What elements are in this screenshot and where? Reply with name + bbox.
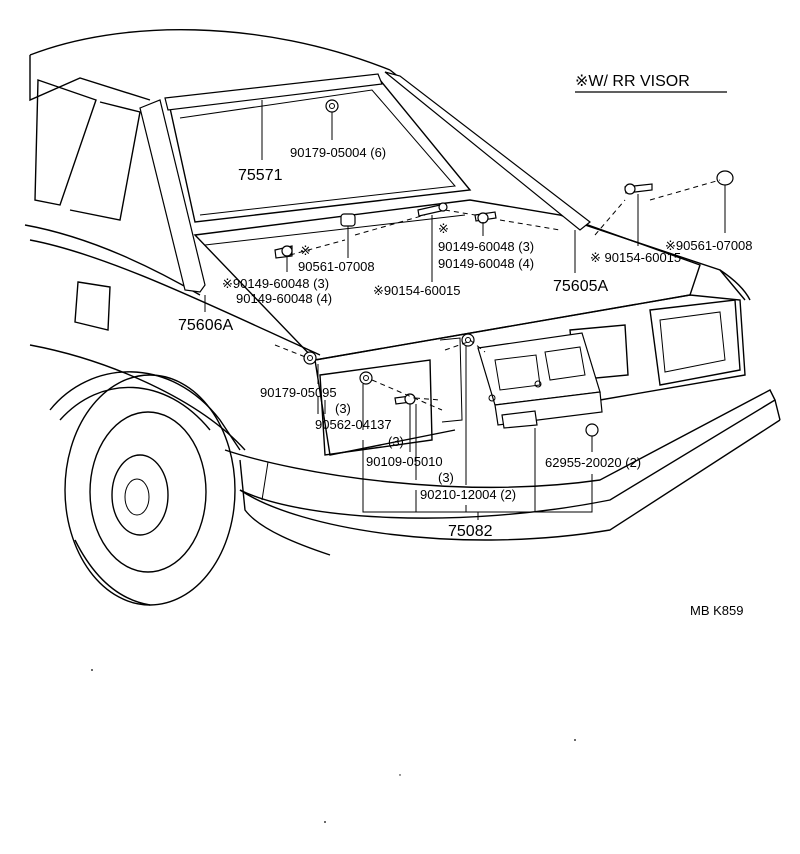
rear-visor-right (384, 71, 591, 231)
clip-90561-07008-b (716, 170, 734, 186)
variant-note: ※W/ RR VISOR (575, 73, 690, 90)
scan-speckles (91, 669, 576, 823)
callout-75605A: 75605A (553, 278, 608, 295)
callout-90179-05095-qty: (3) (335, 401, 351, 416)
callout-90109-05010: 90109-05010 (366, 454, 443, 469)
callout-90210-12004: 90210-12004 (2) (420, 487, 516, 502)
car-body (24, 29, 781, 606)
clip-90179-05095 (303, 351, 317, 365)
callout-90154-60015-left: ※90154-60015 (373, 283, 461, 298)
callout-75606A: 75606A (178, 317, 233, 334)
callout-75082: 75082 (448, 523, 493, 540)
clip-90561-07008-a (340, 213, 356, 227)
nut-90149-60048-a (474, 211, 497, 224)
callout-62955-20020: 62955-20020 (2) (545, 455, 641, 470)
nut-90149-60048-b (274, 245, 293, 259)
screw-90109-05010 (394, 393, 416, 405)
callout-90561-07008-right: ※90561-07008 (665, 238, 753, 253)
screw-90154-60015-a (417, 202, 448, 217)
callout-90149-60048-b: 90149-60048 (4) (438, 256, 534, 271)
clip-62955-20020 (585, 423, 599, 437)
callout-75571: 75571 (238, 167, 283, 184)
callout-90154-60015-right: ※ 90154-60015 (590, 250, 681, 265)
figure-code: MB K859 (690, 603, 743, 618)
clip-90179-05004 (325, 99, 339, 113)
rear-window-upper-moulding (164, 73, 383, 111)
callout-90561-07008-left-star: ※ (300, 243, 311, 258)
grommet-90210-12004 (461, 333, 475, 347)
callout-90109-05010-qty: (3) (438, 470, 454, 485)
callout-90562-04137-qty: (3) (388, 434, 404, 449)
callout-90562-04137: 90562-04137 (315, 417, 392, 432)
callout-90149-60048-a: 90149-60048 (3) (438, 239, 534, 254)
callout-90179-05095: 90179-05095 (260, 385, 337, 400)
callout-90179-05004: 90179-05004 (6) (290, 145, 386, 160)
callout-90149-60048-a-star: ※ (438, 221, 449, 236)
rear-visor-left (139, 99, 206, 293)
license-plate-bracket (477, 332, 603, 429)
callout-90149-60048-d: 90149-60048 (4) (236, 291, 332, 306)
callout-90149-60048-c: ※90149-60048 (3) (222, 276, 329, 291)
screw-90154-60015-b (624, 183, 653, 195)
leader-lines (204, 100, 726, 520)
callout-90561-07008-left: 90561-07008 (298, 259, 375, 274)
nut-90562-04137 (359, 371, 373, 385)
